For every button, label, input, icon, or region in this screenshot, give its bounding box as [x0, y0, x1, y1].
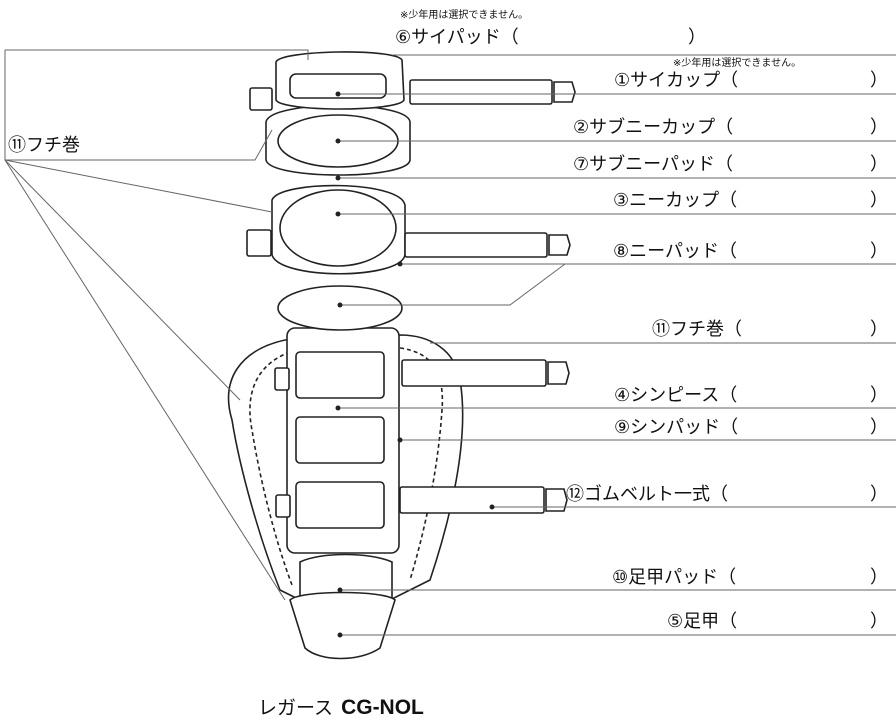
- label-subknee-pad: ⑦サブニーパッド（: [573, 154, 733, 175]
- paren-shin-piece: ）: [870, 385, 888, 406]
- label-instep-pad: ⑩足甲パッド（: [612, 567, 737, 588]
- paren-knee-cup: ）: [870, 190, 888, 211]
- label-rubber-belt: ⑫ゴムベルト一式（: [566, 484, 728, 505]
- paren-subknee-pad: ）: [870, 154, 888, 175]
- note-top: ※少年用は選択できません。: [400, 10, 529, 21]
- paren-thigh-cup: ）: [870, 70, 888, 91]
- label-instep: ⑤足甲（: [667, 611, 738, 632]
- label-subknee-cup: ②サブニーカップ（: [573, 117, 734, 138]
- paren-thigh-pad: ）: [688, 27, 706, 48]
- paren-knee-pad: ）: [870, 241, 888, 262]
- label-binding-left: ⑪フチ巻: [8, 135, 80, 156]
- product-name: レガース: [258, 697, 334, 719]
- label-binding-right: ⑪フチ巻（: [652, 319, 742, 340]
- label-knee-cup: ③ニーカップ（: [613, 190, 738, 211]
- label-thigh-cup: ①サイカップ（: [614, 70, 739, 91]
- note-second: ※少年用は選択できません。: [673, 58, 802, 69]
- label-thigh-pad: ⑥サイパッド（: [395, 27, 519, 48]
- knee-pad: [277, 285, 403, 331]
- product-title: レガース CG-NOL: [258, 693, 424, 720]
- instep-pad: [299, 553, 393, 601]
- paren-shin-pad: ）: [870, 417, 888, 438]
- label-shin-pad: ⑨シンパッド（: [614, 417, 739, 438]
- paren-instep-pad: ）: [870, 567, 888, 588]
- paren-instep: ）: [870, 611, 888, 632]
- instep: [289, 591, 396, 660]
- label-shin-piece: ④シンピース（: [614, 385, 738, 406]
- paren-binding-right: ）: [870, 319, 888, 340]
- label-knee-pad: ⑧ニーパッド（: [613, 241, 737, 262]
- paren-rubber-belt: ）: [870, 484, 888, 505]
- product-model: CG-NOL: [341, 696, 424, 719]
- paren-subknee-cup: ）: [870, 117, 888, 138]
